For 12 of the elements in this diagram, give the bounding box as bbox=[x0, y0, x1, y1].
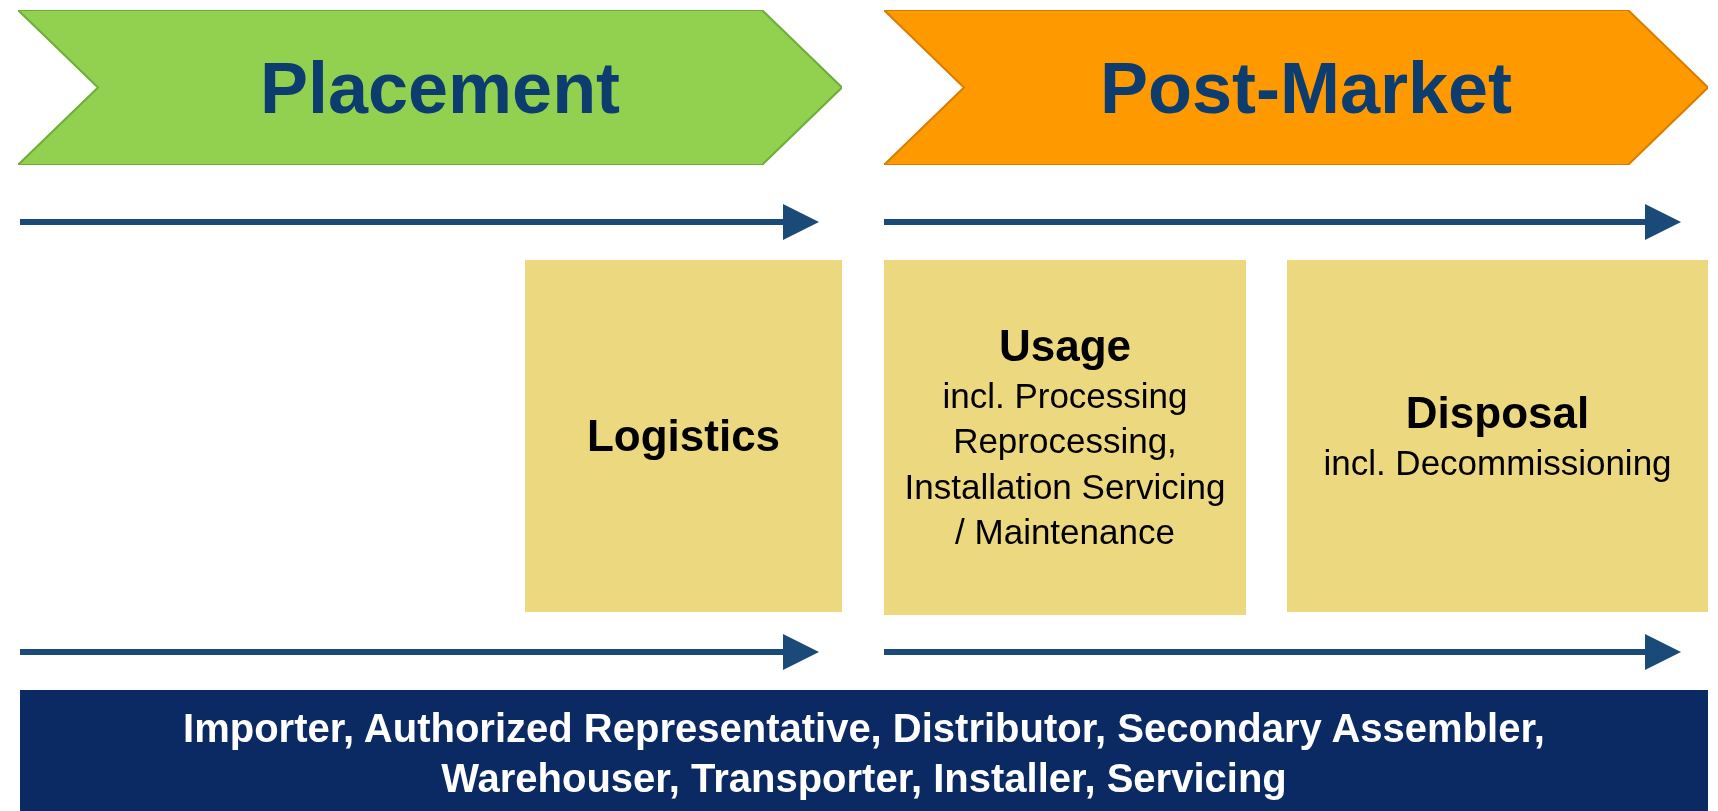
stage-title: Disposal bbox=[1405, 386, 1590, 439]
stage-description: incl. Processing Reprocessing, Installation Servicing / Maintenance bbox=[903, 374, 1227, 554]
stage-title: Logistics bbox=[586, 409, 781, 462]
roles-text: Importer, Authorized Representative, Distributor, Secondary Assembler, Warehouser, Transporter, Installer, Servicing bbox=[182, 704, 1546, 802]
phase-title: Placement bbox=[259, 46, 621, 129]
stage-box bbox=[525, 260, 842, 612]
stage-box bbox=[1287, 260, 1708, 612]
roles-band bbox=[20, 690, 1708, 811]
stage-title: Usage bbox=[998, 320, 1132, 373]
phase-title: Post-Market bbox=[1099, 46, 1513, 129]
stage-description: incl. Decommissioning bbox=[1322, 441, 1673, 484]
stage-box bbox=[884, 260, 1246, 615]
